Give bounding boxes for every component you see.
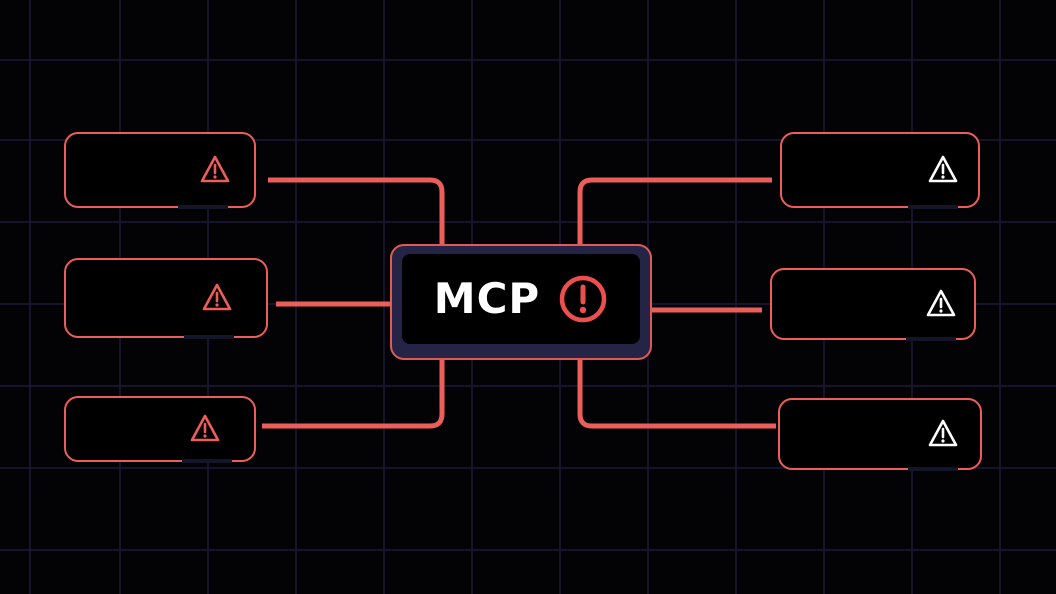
mcp-hub-label: MCP — [433, 274, 541, 323]
warning-triangle-icon — [928, 155, 958, 183]
left-node-top[interactable] — [64, 132, 256, 209]
connector-left-bottom — [262, 360, 445, 429]
exclamation-circle-icon — [559, 275, 607, 323]
right-node-bottom[interactable] — [778, 398, 982, 471]
connector-left-top — [268, 177, 445, 244]
warning-triangle-icon — [926, 289, 956, 317]
warning-triangle-icon — [202, 283, 232, 311]
connector-right-bottom — [577, 360, 776, 429]
mcp-hub[interactable]: MCP — [390, 244, 652, 360]
warning-triangle-icon — [928, 419, 958, 447]
warning-triangle-icon — [190, 414, 220, 442]
left-node-middle[interactable] — [64, 258, 268, 339]
left-node-bottom[interactable] — [64, 396, 256, 463]
connector-right-top — [577, 177, 772, 244]
mcp-hub-screen: MCP — [402, 254, 640, 344]
right-node-middle[interactable] — [770, 268, 976, 341]
warning-triangle-icon — [200, 155, 230, 183]
right-node-top[interactable] — [780, 132, 980, 209]
